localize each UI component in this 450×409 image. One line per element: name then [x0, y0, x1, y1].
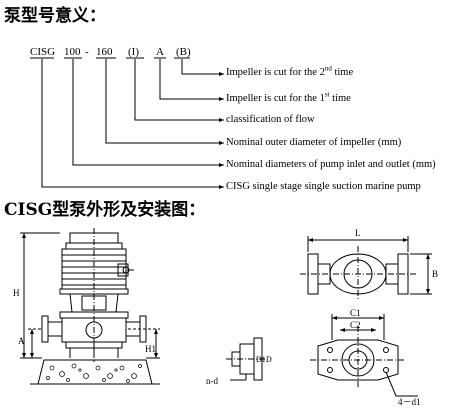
code-160: 160	[96, 46, 113, 58]
label-c2: C2	[350, 320, 361, 330]
side-view-pump	[41, 228, 147, 362]
flange-detail	[226, 337, 266, 381]
desc-outer-diameter: Nominal outer diameter of impeller (mm)	[226, 137, 402, 148]
dimension-a	[28, 328, 42, 358]
desc-inlet-outlet: Nominal diameters of pump inlet and outl…	[226, 159, 436, 170]
label-h: H	[13, 288, 20, 298]
label-c1: C1	[350, 308, 361, 318]
label-b: B	[432, 269, 438, 279]
code-dash: -	[85, 46, 89, 58]
code-b: (B)	[176, 46, 191, 58]
code-flow-class: (I)	[128, 46, 139, 58]
label-d1: D1	[256, 355, 266, 364]
label-n-d: n-d	[206, 376, 218, 386]
label-l: L	[355, 228, 361, 238]
outline-heading: CISG型泵外形及安装图：	[4, 200, 206, 220]
desc-flow-class: classification of flow	[226, 114, 315, 125]
code-cisg: CISG	[30, 46, 56, 58]
code-100: 100	[64, 46, 81, 58]
leader-lines	[41, 59, 224, 188]
code-a: A	[156, 46, 164, 58]
label-4-d1: 4－d1	[398, 397, 421, 407]
label-a: A	[18, 336, 25, 346]
gravel-texture	[46, 363, 142, 383]
label-d: D	[266, 355, 272, 364]
dimension-h1	[128, 328, 160, 359]
top-view-pump	[300, 236, 432, 300]
model-meaning-heading: 泵型号意义：	[4, 6, 106, 26]
dimension-h	[20, 232, 60, 359]
desc-impeller-1st: Impeller is cut for the 1st time	[226, 90, 351, 104]
foot-bolt-pattern	[310, 314, 418, 397]
foundation	[30, 359, 160, 385]
desc-impeller-2nd: Impeller is cut for the 2nd time	[226, 64, 354, 78]
desc-pump-type: CISG single stage single suction marine …	[226, 181, 421, 192]
label-h1: H1	[145, 344, 156, 354]
